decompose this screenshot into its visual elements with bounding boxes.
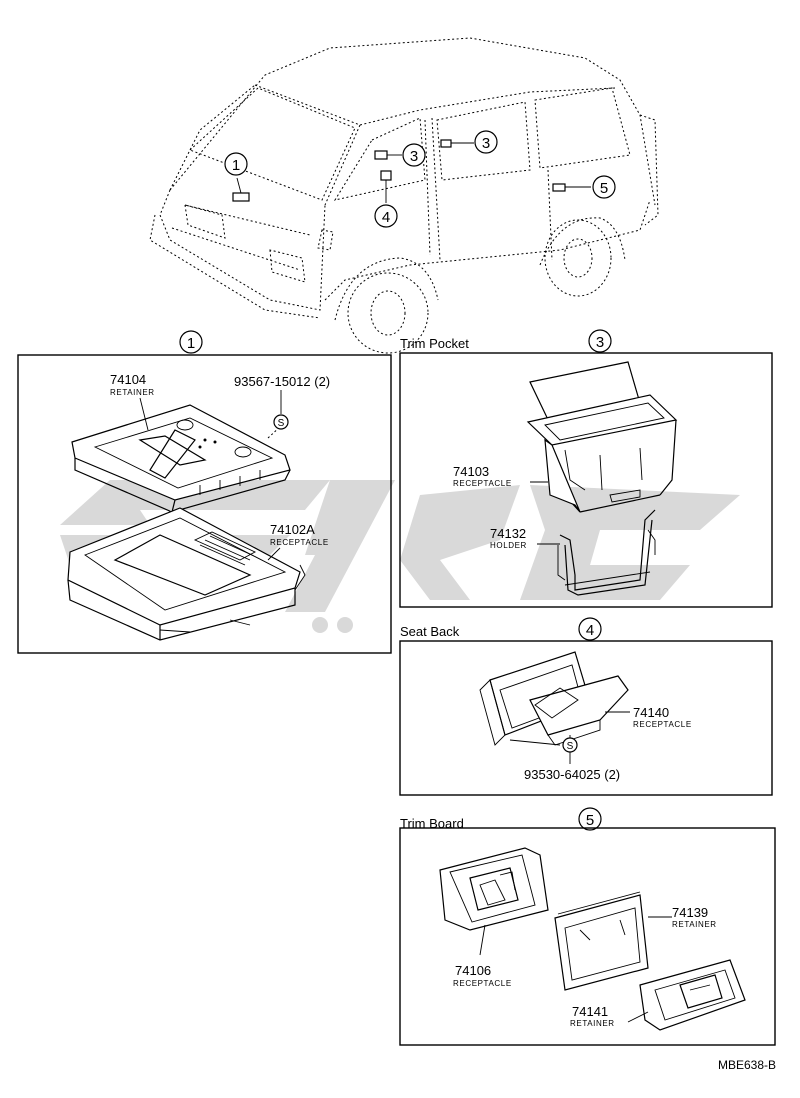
svg-text:5: 5 — [586, 812, 594, 829]
location-marker-3b — [440, 139, 452, 148]
part-number-93530: 93530-64025 (2) — [524, 767, 620, 782]
retainer-74139-drawing — [554, 891, 649, 991]
part-number-74102a: 74102A — [270, 522, 315, 537]
location-marker-3a — [374, 150, 388, 160]
van-illustration: 1 3 3 4 5 — [149, 37, 659, 354]
svg-text:1: 1 — [187, 335, 195, 352]
part-name-receptacle: RECEPTACLE — [270, 538, 329, 547]
screw-symbol-4: S — [562, 737, 578, 753]
figure-code: MBE638-B — [718, 1058, 776, 1072]
svg-text:4: 4 — [586, 622, 594, 639]
part-number-74106: 74106 — [455, 963, 491, 978]
part-name-retainer-74141: RETAINER — [570, 1019, 615, 1028]
overview-callout-5: 5 — [592, 175, 616, 199]
panel-3-title: Trim Pocket — [400, 336, 469, 351]
panel-5-title: Trim Board — [400, 816, 464, 831]
part-number-74139: 74139 — [672, 905, 708, 920]
location-marker-4 — [380, 170, 392, 181]
part-number-93567: 93567-15012 (2) — [234, 374, 330, 389]
screw-symbol: S — [273, 414, 289, 430]
panel-4-callout: 4 — [578, 617, 602, 641]
panel-1: 1 — [17, 330, 392, 654]
overview-callout-3b: 3 — [474, 130, 498, 154]
panel-4-frame — [399, 640, 773, 796]
receptacle-74102a-drawing — [67, 507, 306, 641]
part-number-74141: 74141 — [572, 1004, 608, 1019]
panel-1-frame — [17, 354, 392, 654]
holder-74132-drawing — [557, 509, 656, 596]
panel-4: Seat Back 4 74140 RECEPTACLE S 93530-640… — [399, 617, 773, 796]
svg-text:4: 4 — [382, 209, 390, 226]
svg-text:3: 3 — [596, 334, 604, 351]
panel-3-frame — [399, 352, 773, 608]
part-name-retainer: RETAINER — [110, 388, 155, 397]
part-name-receptacle-4: RECEPTACLE — [633, 720, 692, 729]
svg-text:S: S — [278, 418, 285, 429]
overview-callout-4: 4 — [374, 204, 398, 228]
svg-text:1: 1 — [232, 157, 240, 174]
part-number-74104: 74104 — [110, 372, 146, 387]
panel-1-callout: 1 — [179, 330, 203, 354]
receptacle-74140-drawing — [479, 651, 629, 746]
panel-3-callout: 3 — [588, 329, 612, 353]
part-name-retainer-74139: RETAINER — [672, 920, 717, 929]
location-marker-1 — [232, 192, 250, 202]
panel-5-frame — [399, 827, 776, 1046]
panel-5-callout: 5 — [578, 807, 602, 831]
location-marker-5 — [552, 183, 566, 192]
part-name-holder: HOLDER — [490, 541, 527, 550]
retainer-74104-drawing — [71, 404, 291, 513]
part-number-74103: 74103 — [453, 464, 489, 479]
part-number-74132: 74132 — [490, 526, 526, 541]
receptacle-74106-drawing — [439, 847, 549, 931]
panel-3: Trim Pocket 3 74103 RECEPTACLE 741 — [399, 329, 773, 608]
part-number-74140: 74140 — [633, 705, 669, 720]
overview-callout-1: 1 — [224, 152, 248, 176]
part-name-receptacle-5: RECEPTACLE — [453, 979, 512, 988]
svg-text:5: 5 — [600, 180, 608, 197]
svg-text:S: S — [567, 741, 574, 752]
retainer-74141-drawing — [639, 959, 746, 1031]
panel-5: Trim Board 5 74106 RECEPTACLE — [399, 807, 776, 1046]
svg-text:3: 3 — [482, 135, 490, 152]
svg-text:3: 3 — [410, 148, 418, 165]
part-name-receptacle-3: RECEPTACLE — [453, 479, 512, 488]
panel-4-title: Seat Back — [400, 624, 460, 639]
overview-callout-3a: 3 — [402, 143, 426, 167]
receptacle-74103-drawing — [526, 361, 678, 513]
